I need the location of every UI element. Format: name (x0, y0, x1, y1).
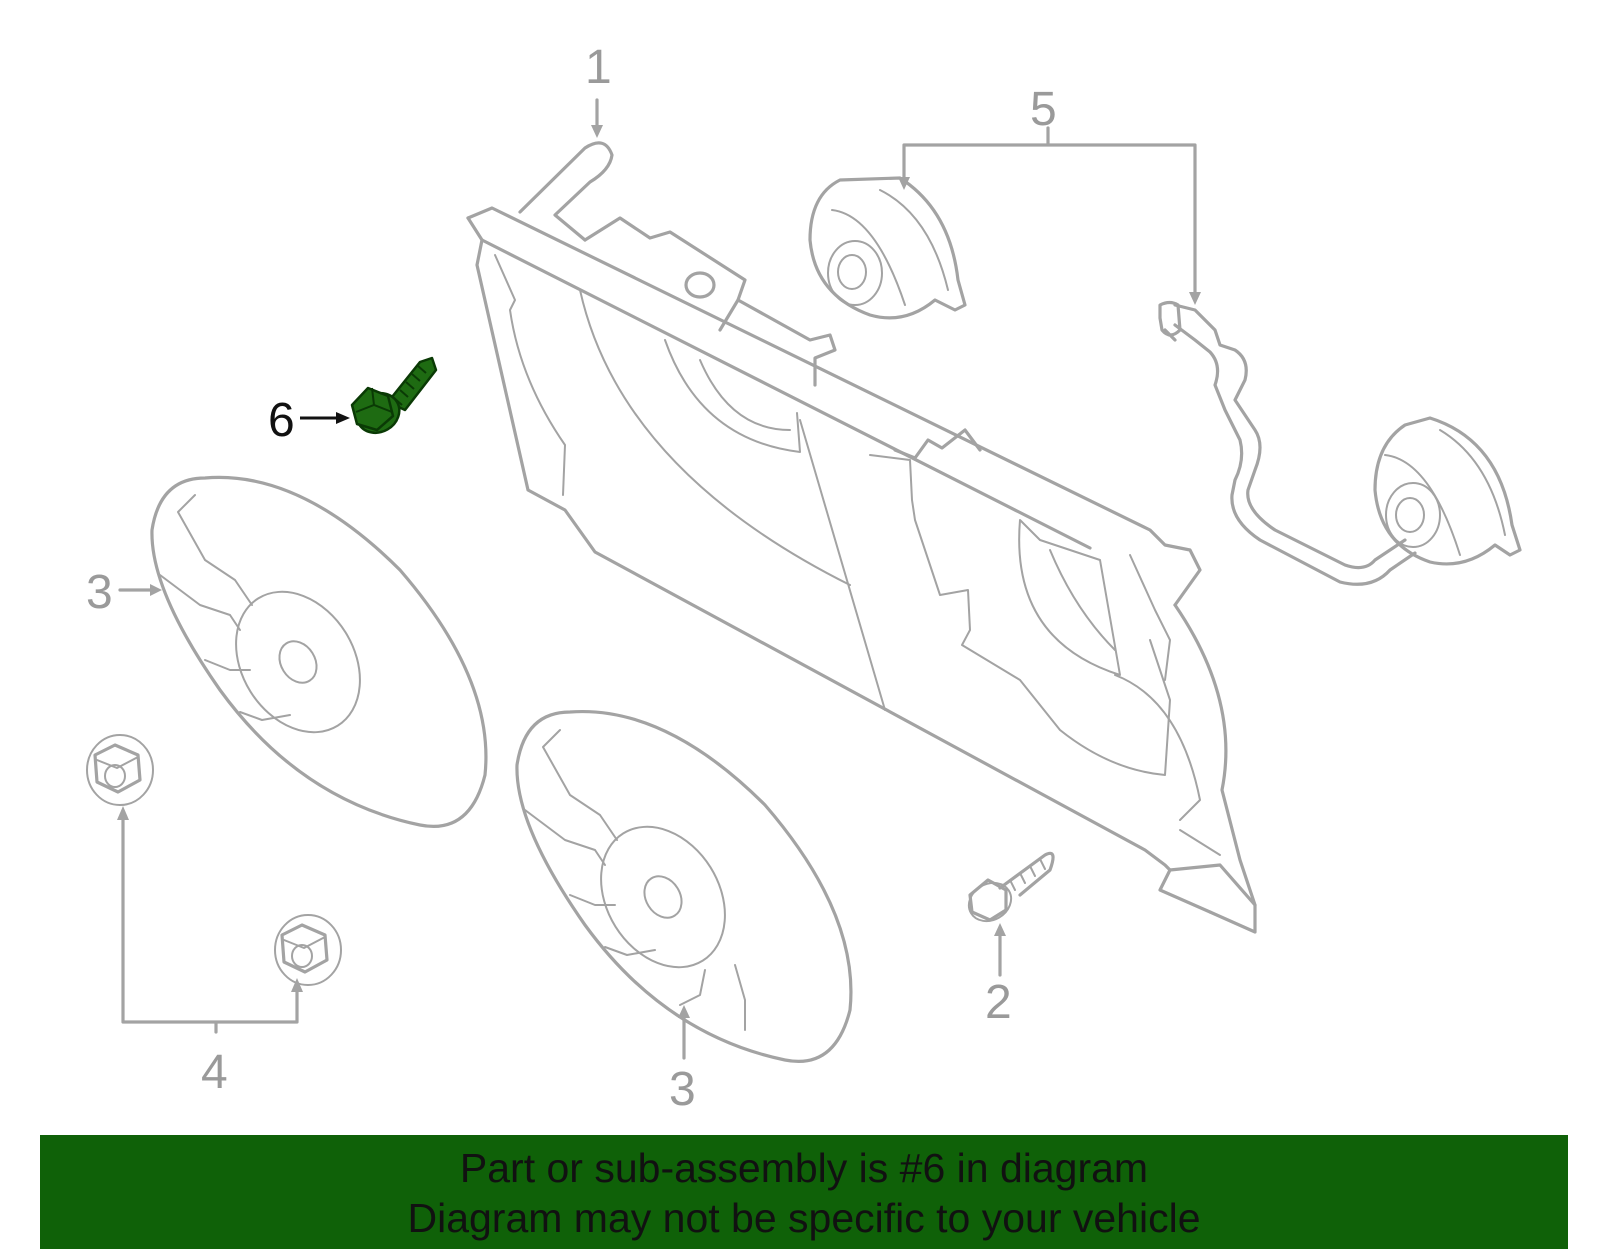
fan-motor-right[interactable] (1373, 416, 1522, 566)
callout-3-upper: 3 (86, 566, 113, 619)
info-banner: Part or sub-assembly is #6 in diagram Di… (40, 1135, 1568, 1249)
fan-motor-left[interactable] (808, 176, 967, 320)
fan-blade-lower[interactable] (515, 709, 853, 1063)
callout-4: 4 (201, 1046, 228, 1099)
callout-2: 2 (985, 976, 1012, 1029)
callout-1: 1 (585, 41, 612, 94)
fan-blade-upper[interactable] (150, 475, 488, 828)
bolt-part-6-highlighted[interactable] (349, 356, 438, 440)
leader-lines (117, 98, 1201, 1060)
bolt-part-2[interactable] (962, 851, 1055, 928)
callout-3-lower: 3 (669, 1063, 696, 1116)
wire-harness[interactable] (1158, 300, 1417, 586)
callout-6: 6 (268, 394, 295, 447)
callout-5: 5 (1030, 83, 1057, 136)
nut-upper[interactable] (86, 734, 154, 806)
banner-line-1: Part or sub-assembly is #6 in diagram (459, 1145, 1149, 1191)
banner-line-2: Diagram may not be specific to your vehi… (407, 1195, 1201, 1241)
fan-shroud[interactable] (466, 141, 1257, 934)
nut-lower[interactable] (274, 914, 342, 986)
